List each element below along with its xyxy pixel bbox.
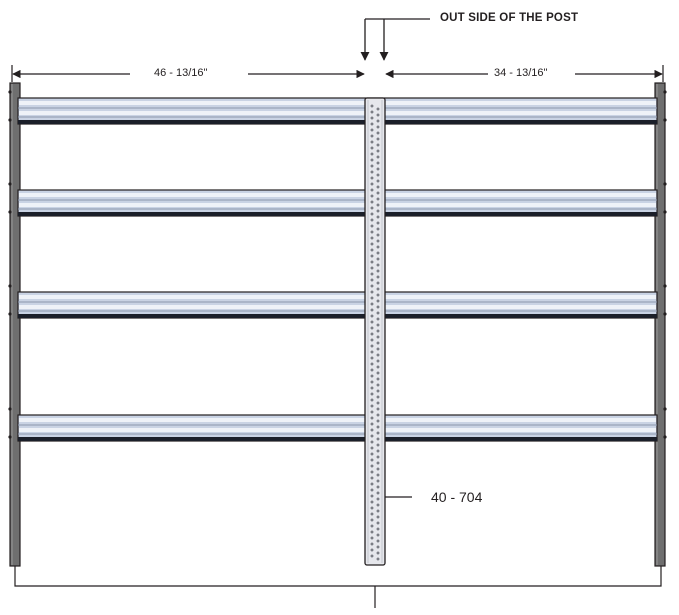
dimension-left-label: 46 - 13/16" — [150, 67, 212, 79]
callout-leader — [360, 18, 430, 61]
rail — [8, 407, 667, 442]
callout-label: OUT SIDE OF THE POST — [440, 12, 579, 24]
center-post — [364, 97, 386, 566]
dimension-lines — [11, 65, 664, 82]
dimension-right-label: 34 - 13/16" — [490, 67, 552, 79]
right-post — [654, 82, 666, 567]
rail — [8, 284, 667, 319]
rail — [8, 90, 667, 125]
left-post — [9, 82, 21, 567]
rail — [8, 182, 667, 217]
bottom-bracket — [14, 566, 662, 608]
rails — [8, 90, 667, 442]
post-holes — [370, 104, 380, 561]
part-number-label: 40 - 704 — [431, 489, 483, 505]
